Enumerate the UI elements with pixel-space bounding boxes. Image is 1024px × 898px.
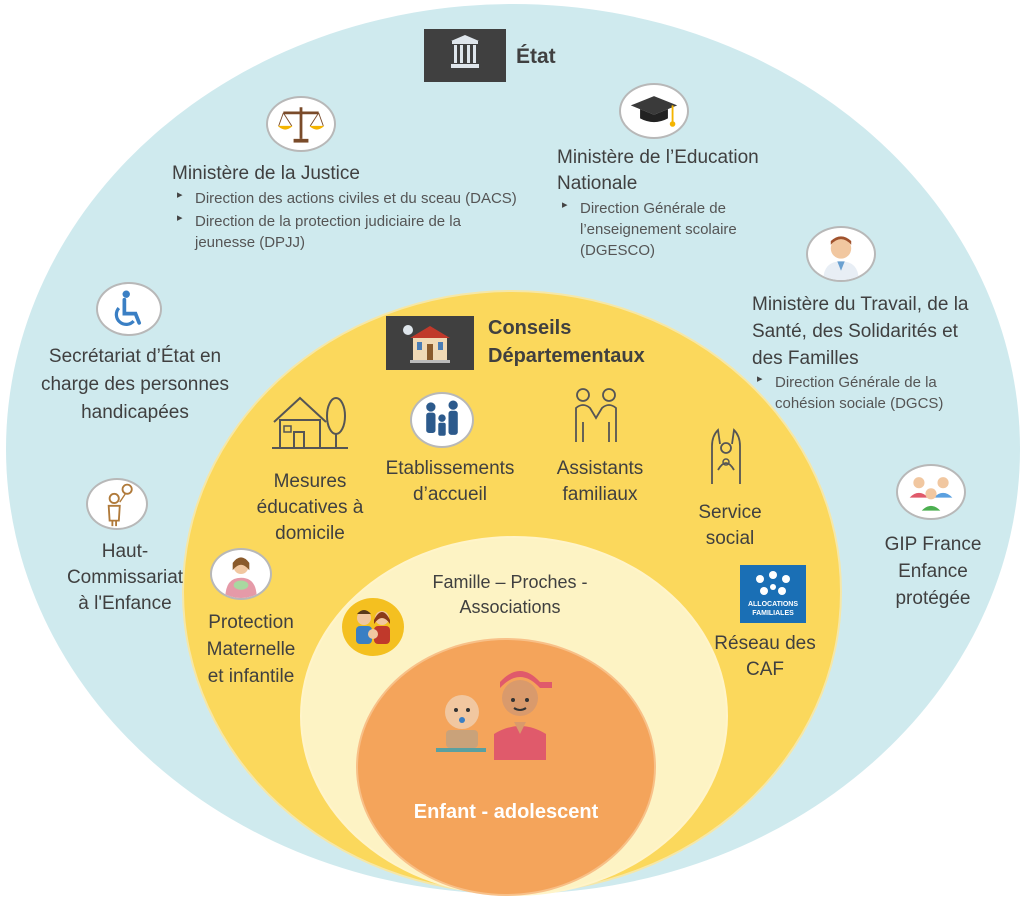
list-item: Direction Générale de l’enseignement sco…: [558, 198, 788, 261]
mesures-line2: éducatives à: [256, 497, 364, 518]
mother-baby-icon: [210, 548, 272, 600]
gip-line2: Enfance: [898, 561, 968, 582]
caf-line1: Réseau des: [714, 633, 816, 654]
etat-title: État: [516, 45, 556, 68]
enfant-label: Enfant - adolescent: [413, 801, 599, 823]
conseils-title-2: Départementaux: [488, 345, 645, 367]
scales-justice-icon: [266, 96, 336, 152]
conseils-title-1: Conseils: [488, 317, 572, 339]
secretariat-line1: Secrétariat d’État en: [48, 346, 222, 367]
handshake-people-icon: [566, 386, 626, 446]
education-list: Direction Générale de l’enseignement sco…: [558, 198, 788, 263]
list-item: Direction de la protection judiciaire de…: [173, 211, 523, 253]
gip-line1: GIP France: [884, 534, 982, 555]
service-line1: Service: [698, 502, 762, 523]
doctor-icon: [806, 226, 876, 282]
secretariat-line2: charge des personnes: [40, 374, 229, 395]
graduation-cap-icon: [619, 83, 689, 139]
child-adolescent-icon: [432, 660, 562, 760]
education-title-2: Nationale: [557, 173, 638, 194]
haut-commissariat-line1: Haut-: [101, 541, 149, 562]
travail-list: Direction Générale de la cohésion social…: [753, 372, 993, 416]
pmi-line1: Protection: [208, 612, 294, 633]
caring-hands-icon: [702, 418, 750, 488]
travail-title-2: Santé, des Solidarités et: [752, 321, 958, 342]
haut-commissariat-line2: Commissariat: [66, 567, 184, 588]
secretariat-line3: handicapées: [81, 402, 189, 423]
assistants-line2: familiaux: [562, 484, 638, 505]
caf-logo-text2: FAMILIALES: [752, 610, 794, 617]
caf-line2: CAF: [746, 659, 784, 680]
mesures-line3: domicile: [275, 523, 345, 544]
famille-line1: Famille – Proches -: [432, 572, 588, 592]
etablissements-line2: d’accueil: [413, 484, 487, 505]
pmi-line3: et infantile: [207, 666, 295, 687]
children-group-icon: [896, 464, 966, 520]
parents-child-icon: [342, 598, 404, 656]
gip-line3: protégée: [895, 588, 971, 609]
town-hall-icon: [386, 316, 474, 370]
list-item: Direction Générale de la cohésion social…: [753, 372, 993, 414]
service-line2: social: [705, 528, 755, 549]
family-icon: [410, 392, 474, 448]
pmi-line2: Maternelle: [206, 639, 296, 660]
child-balloon-icon: [86, 478, 148, 530]
travail-title-1: Ministère du Travail, de la: [752, 294, 969, 315]
education-title-1: Ministère de l’Education: [557, 147, 759, 168]
famille-line2: Associations: [459, 597, 561, 617]
caf-logo-text1: ALLOCATIONS: [747, 601, 799, 608]
justice-title: Ministère de la Justice: [172, 163, 360, 184]
mesures-line1: Mesures: [273, 471, 347, 492]
haut-commissariat-line3: à l'Enfance: [78, 593, 172, 614]
etablissements-line1: Etablissements: [385, 458, 515, 479]
travail-title-3: des Familles: [752, 348, 859, 369]
list-item: Direction des actions civiles et du scea…: [173, 188, 523, 209]
wheelchair-icon: [96, 282, 162, 336]
house-tree-icon: [270, 392, 350, 452]
caf-logo: ALLOCATIONS FAMILIALES: [740, 565, 806, 623]
state-building-icon: [424, 29, 506, 82]
assistants-line1: Assistants: [556, 458, 644, 479]
justice-list: Direction des actions civiles et du scea…: [173, 188, 523, 255]
